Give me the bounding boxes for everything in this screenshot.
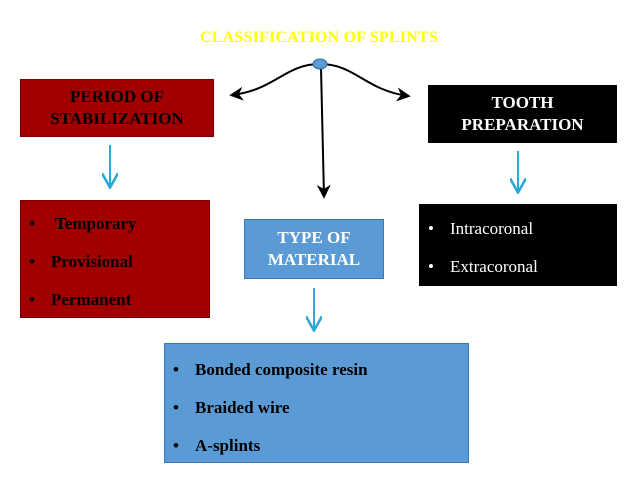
node-period-line-1: PERIOD OF <box>70 87 164 106</box>
list-item: • Permanent <box>29 281 209 319</box>
bullet-glyph: • <box>428 219 434 238</box>
list-tooth-preparation: • Intracoronal • Extracoronal <box>419 204 617 286</box>
list-item: • Temporary <box>29 205 209 243</box>
connector-center-stem <box>316 67 331 199</box>
bullet-glyph: • <box>173 436 179 455</box>
list-item: • A-splints <box>173 427 468 465</box>
list-item-label: Intracoronal <box>450 219 534 238</box>
list-item: • Braided wire <box>173 389 468 427</box>
node-type-of-material: TYPE OF MATERIAL <box>244 219 384 279</box>
diagram-title: CLASSIFICATION OF SPLINTS <box>200 29 438 46</box>
bullet-glyph: • <box>29 214 35 233</box>
node-tooth-preparation: TOOTH PREPARATION <box>428 85 617 143</box>
list-item: • Intracoronal <box>428 210 616 248</box>
bullet-glyph: • <box>173 360 179 379</box>
list-item: • Bonded composite resin <box>173 351 468 389</box>
list-period-of-stabilization: • Temporary • Provisional • Permanent <box>20 200 210 318</box>
node-type-line-1: TYPE OF <box>277 228 351 247</box>
list-item: • Extracoronal <box>428 248 616 286</box>
node-tooth-line-1: TOOTH <box>491 93 554 112</box>
list-item-label: A-splints <box>195 436 261 455</box>
connector-left-arm <box>229 63 321 101</box>
node-tooth-line-2: PREPARATION <box>461 115 584 134</box>
bullet-glyph: • <box>428 257 434 276</box>
list-item-label: Braided wire <box>195 398 290 417</box>
bullet-glyph: • <box>29 290 35 309</box>
list-type-of-material: • Bonded composite resin • Braided wire • A… <box>164 343 469 463</box>
connector-right-arm <box>319 63 411 102</box>
list-item-label: Temporary <box>55 214 137 233</box>
connector-hub <box>312 58 328 70</box>
list-item-label: Provisional <box>51 252 133 271</box>
list-item-label: Permanent <box>51 290 132 309</box>
list-item: • Provisional <box>29 243 209 281</box>
list-item-label: Bonded composite resin <box>195 360 368 379</box>
bullet-glyph: • <box>173 398 179 417</box>
node-period-of-stabilization: PERIOD OF STABILIZATION <box>20 79 214 137</box>
bullet-glyph: • <box>29 252 35 271</box>
node-period-line-2: STABILIZATION <box>50 109 184 128</box>
list-item-label: Extracoronal <box>450 257 538 276</box>
node-type-line-2: MATERIAL <box>267 250 361 269</box>
